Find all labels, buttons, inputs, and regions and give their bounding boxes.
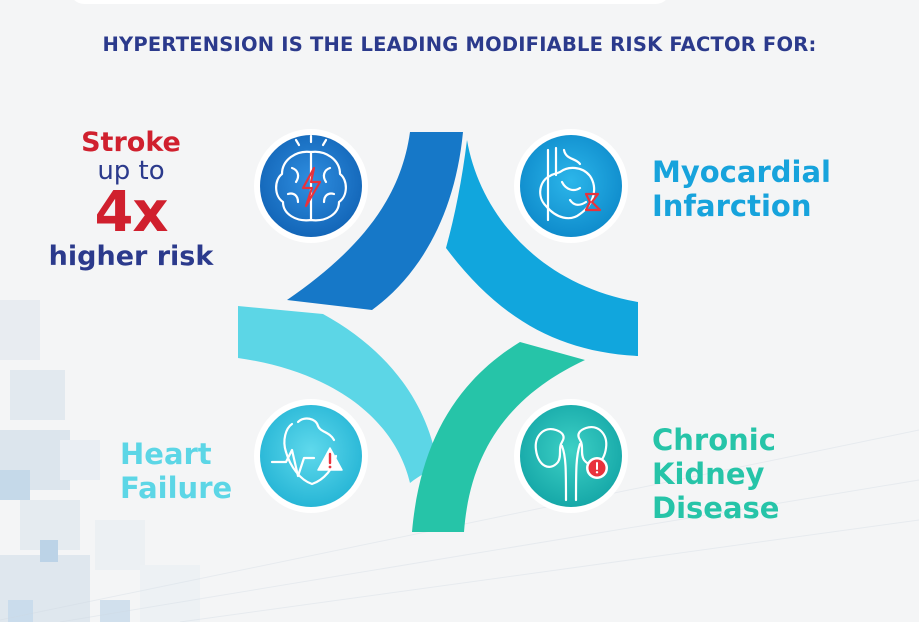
myocardial-infarction-label: Myocardial Infarction xyxy=(652,155,831,223)
arc-bottom-left xyxy=(238,306,438,483)
stroke-multiplier: 4x xyxy=(94,179,168,245)
stroke-risk-label: Stroke up to 4x higher risk xyxy=(40,128,222,272)
top-banner-edge xyxy=(70,0,670,4)
arc-top-right xyxy=(446,140,638,356)
brain-icon xyxy=(254,129,368,243)
hf-line-1: Heart xyxy=(120,437,212,471)
ckd-line-3: Disease xyxy=(652,491,780,526)
kidney-alert-icon xyxy=(514,399,628,513)
stroke-higher-risk: higher risk xyxy=(48,240,214,272)
mi-line-2: Infarction xyxy=(652,189,812,224)
stroke-title: Stroke xyxy=(81,127,181,158)
mi-line-1: Myocardial xyxy=(652,155,831,189)
page-headline: HYPERTENSION IS THE LEADING MODIFIABLE R… xyxy=(102,33,817,56)
ckd-line-2: Kidney xyxy=(652,457,765,492)
heart-failure-label: Heart Failure xyxy=(120,437,232,505)
chronic-kidney-disease-label: Chronic Kidney Disease xyxy=(652,423,779,526)
stroke-up-to: up to xyxy=(97,155,165,186)
hf-line-2: Failure xyxy=(120,471,233,506)
ckd-line-1: Chronic xyxy=(652,423,776,457)
arc-bottom-right xyxy=(412,342,585,532)
heart-warning-icon xyxy=(254,399,368,513)
heart-anatomy-icon xyxy=(514,129,628,243)
arc-top-left xyxy=(287,132,463,310)
